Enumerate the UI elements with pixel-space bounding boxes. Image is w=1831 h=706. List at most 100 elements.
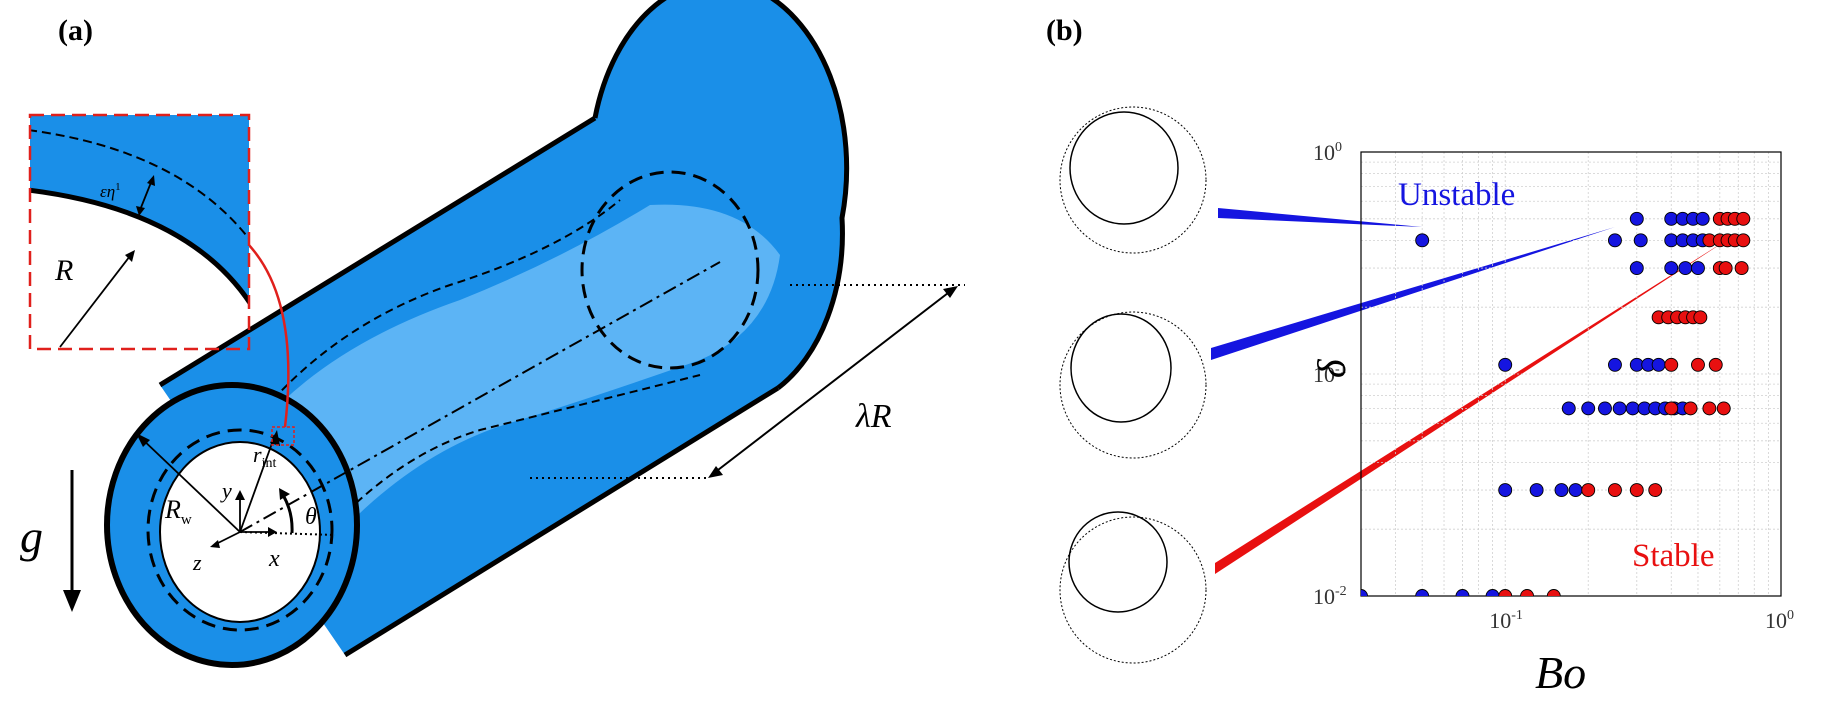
near-interface-circle	[146, 428, 334, 632]
rint-arrow	[239, 434, 276, 533]
z-axis-arrowhead	[210, 540, 220, 548]
inset-border	[28, 113, 251, 351]
interface-inset	[28, 113, 251, 351]
stable-point	[1718, 261, 1733, 276]
stable-point	[1648, 483, 1663, 498]
far-interface-circle	[580, 170, 760, 370]
inset-amp-arrow	[139, 179, 153, 211]
r-int-symbol: rint	[253, 442, 276, 471]
unstable-point	[1608, 233, 1622, 248]
cylinder-diagram	[63, 0, 965, 668]
inset-amp-arrowhead-top	[147, 175, 155, 186]
unstable-point	[1598, 401, 1612, 416]
stable-point	[1736, 233, 1751, 248]
unstable-point	[1608, 357, 1622, 372]
inset-radius-arrowhead	[125, 250, 135, 262]
stable-point	[1683, 401, 1698, 416]
rw-arrow	[139, 436, 241, 533]
panel-a-label: (a)	[58, 14, 93, 47]
stable-point	[1708, 357, 1723, 372]
unstable-point	[1678, 261, 1693, 276]
stable-point	[1608, 483, 1622, 498]
y-tick-label: 100	[1313, 140, 1342, 165]
rw-arrowhead	[136, 433, 150, 447]
cylinder-bottom-edge	[343, 385, 780, 658]
x-tick-label: 10-1	[1489, 608, 1523, 633]
unstable-point	[1695, 211, 1710, 226]
stability-plot: 10-1 100 10-2 10-1 100 Unstable Stable Bo δ	[1309, 140, 1794, 698]
plot-points	[1361, 211, 1751, 596]
sketch-outer-bottom	[1059, 516, 1207, 664]
unstable-point	[1629, 211, 1644, 226]
unstable-point	[1498, 357, 1513, 372]
unstable-point	[1529, 483, 1544, 498]
unstable-point	[1691, 261, 1705, 276]
unstable-point	[1581, 401, 1596, 416]
unstable-point	[1485, 589, 1500, 596]
zoom-connector	[247, 243, 290, 428]
stable-point	[1693, 310, 1708, 325]
stable-point	[1691, 357, 1705, 372]
z-axis-symbol: z	[192, 550, 202, 575]
unstable-point	[1612, 401, 1627, 416]
unstable-point	[1415, 233, 1430, 248]
shape-sketches	[1059, 106, 1207, 664]
unstable-label: Unstable	[1398, 177, 1515, 213]
stable-point	[1498, 589, 1513, 596]
lambda-arrowhead-top	[943, 286, 958, 298]
unstable-point	[1561, 401, 1576, 416]
unstable-point	[1629, 261, 1644, 276]
gravity-symbol: g	[20, 511, 43, 562]
unstable-point	[1625, 401, 1640, 416]
cylinder-far-end-rim	[592, 0, 850, 390]
lambda-r-symbol: λR	[855, 398, 892, 435]
stable-label: Stable	[1632, 538, 1714, 574]
pointer-unstable-2	[1211, 227, 1615, 360]
stable-point	[1629, 483, 1644, 498]
stable-point	[1546, 589, 1561, 596]
inset-interface	[30, 129, 249, 241]
unstable-point	[1361, 589, 1368, 596]
y-tick-label: 10-1	[1313, 362, 1347, 387]
unstable-point	[1455, 589, 1470, 596]
pointer-unstable-1	[1218, 208, 1422, 227]
x-tick-label: 100	[1765, 608, 1794, 633]
stable-point	[1702, 401, 1717, 416]
lambda-arrow	[717, 292, 949, 471]
y-tick-label: 10-2	[1313, 584, 1347, 609]
sketch-inner-mid	[1070, 313, 1172, 423]
x-axis-label: Bo	[1535, 647, 1586, 698]
plot-ticks: 10-1 100 10-2 10-1 100	[1313, 140, 1794, 633]
x-axis-arrowhead	[268, 527, 277, 537]
unstable-point	[1651, 357, 1666, 372]
plot-grid	[1360, 152, 1781, 596]
inset-radius-arrow	[59, 255, 131, 348]
sketch-outer-top	[1059, 106, 1207, 254]
plot-frame	[1360, 151, 1782, 597]
inset-amp-symbol: εη1	[100, 181, 121, 201]
unstable-point	[1633, 233, 1648, 248]
stable-point	[1716, 401, 1731, 416]
unstable-point	[1664, 261, 1679, 276]
cylinder-top-edge	[158, 115, 597, 388]
unstable-point	[1554, 483, 1569, 498]
unstable-point	[1415, 589, 1430, 596]
sketch-inner-top	[1069, 111, 1179, 225]
liquid-interface-region	[260, 204, 780, 556]
pointer-stable	[1215, 236, 1733, 574]
theta-arrowhead	[279, 488, 290, 500]
unstable-point	[1498, 483, 1513, 498]
gravity-arrowhead	[63, 590, 81, 612]
sketch-outer-mid	[1059, 311, 1207, 459]
lambda-arrowhead-bottom	[708, 466, 723, 478]
stable-point	[1664, 401, 1679, 416]
x-axis-symbol: x	[268, 546, 280, 572]
stable-point	[1520, 589, 1534, 596]
inset-wall	[30, 187, 249, 307]
y-axis-label: δ	[1309, 358, 1354, 378]
inset-r-symbol: R	[54, 254, 73, 287]
cylinder-axis	[239, 261, 721, 533]
stable-point	[1664, 357, 1679, 372]
r-w-symbol: Rw	[164, 495, 192, 528]
